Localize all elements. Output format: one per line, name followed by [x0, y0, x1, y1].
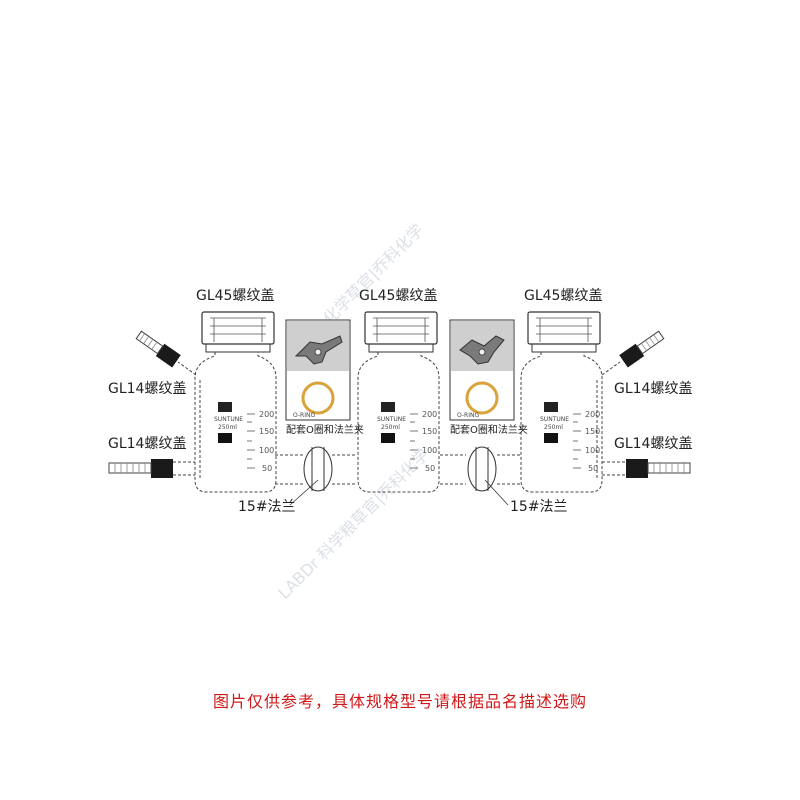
- reference-notice: 图片仅供参考，具体规格型号请根据品名描述选购: [212, 692, 587, 711]
- flange-leader-right: [484, 479, 509, 506]
- svg-text:O-RING: O-RING: [293, 412, 315, 419]
- svg-text:100: 100: [259, 446, 274, 455]
- clamp-inset-left: O-RING: [285, 319, 351, 421]
- gl14-cap-left-upper: [135, 330, 181, 368]
- svg-text:200: 200: [259, 410, 274, 419]
- gl45-cap-label-middle: GL45螺纹盖: [359, 288, 437, 304]
- bottle-left: SUNTUNE 250ml 200 150 100 50: [108, 311, 277, 493]
- gl14-cap-label-left-upper: GL14螺纹盖: [108, 381, 186, 397]
- svg-text:50: 50: [262, 464, 272, 473]
- gl14-cap-right-lower: [626, 459, 691, 478]
- bottle-print-block-left: [218, 433, 232, 443]
- svg-text:250ml: 250ml: [381, 424, 400, 431]
- svg-text:150: 150: [259, 427, 274, 436]
- o-ring-right: [465, 381, 499, 415]
- svg-text:50: 50: [425, 464, 435, 473]
- bottle-middle: SUNTUNE 250ml 200 150 100 50: [357, 311, 440, 493]
- o-ring-left: [301, 381, 335, 415]
- svg-text:250ml: 250ml: [218, 424, 237, 431]
- svg-text:150: 150: [585, 427, 600, 436]
- flange-joint-left: [303, 446, 333, 492]
- gl14-cap-label-right-lower: GL14螺纹盖: [614, 436, 692, 452]
- svg-text:SUNTUNE: SUNTUNE: [377, 416, 406, 423]
- flange-label-right: 15#法兰: [510, 499, 568, 515]
- svg-text:SUNTUNE: SUNTUNE: [540, 416, 569, 423]
- bottle-logo-left: [218, 402, 232, 412]
- gl45-cap-left: [201, 311, 275, 345]
- bottle-right: SUNTUNE 250ml 200 150 100 50: [520, 311, 691, 493]
- svg-text:200: 200: [422, 410, 437, 419]
- gl45-cap-label-left: GL45螺纹盖: [196, 288, 274, 304]
- flange-leader-left: [289, 479, 319, 506]
- gl14-cap-label-right-upper: GL14螺纹盖: [614, 381, 692, 397]
- svg-text:200: 200: [585, 410, 600, 419]
- svg-text:50: 50: [588, 464, 598, 473]
- svg-text:250ml: 250ml: [544, 424, 563, 431]
- gl45-cap-right: [527, 311, 601, 345]
- gl14-cap-left-lower: [108, 459, 173, 478]
- gl14-cap-label-left-lower: GL14螺纹盖: [108, 436, 186, 452]
- clamp-caption-left: 配套O圈和法兰夹: [286, 423, 364, 436]
- watermark-bottom: LABDr 科学粮草官|乔科化学: [274, 445, 432, 603]
- svg-text:100: 100: [422, 446, 437, 455]
- clamp-caption-right: 配套O圈和法兰夹: [450, 423, 528, 436]
- bottle-print-block-middle: [381, 433, 395, 443]
- bottle-logo-middle: [381, 402, 395, 412]
- svg-text:150: 150: [422, 427, 437, 436]
- svg-text:100: 100: [585, 446, 600, 455]
- gl45-cap-label-right: GL45螺纹盖: [524, 288, 602, 304]
- svg-text:SUNTUNE: SUNTUNE: [214, 416, 243, 423]
- flange-joint-right: [467, 446, 497, 492]
- connecting-tubes: [275, 454, 520, 485]
- gl14-cap-right-upper: [619, 330, 665, 368]
- clamp-inset-right: O-RING: [449, 319, 515, 421]
- flange-label-left: 15#法兰: [238, 499, 296, 515]
- bottle-print-block-right: [544, 433, 558, 443]
- gl45-cap-middle: [364, 311, 438, 345]
- bottle-logo-right: [544, 402, 558, 412]
- svg-text:O-RING: O-RING: [457, 412, 479, 419]
